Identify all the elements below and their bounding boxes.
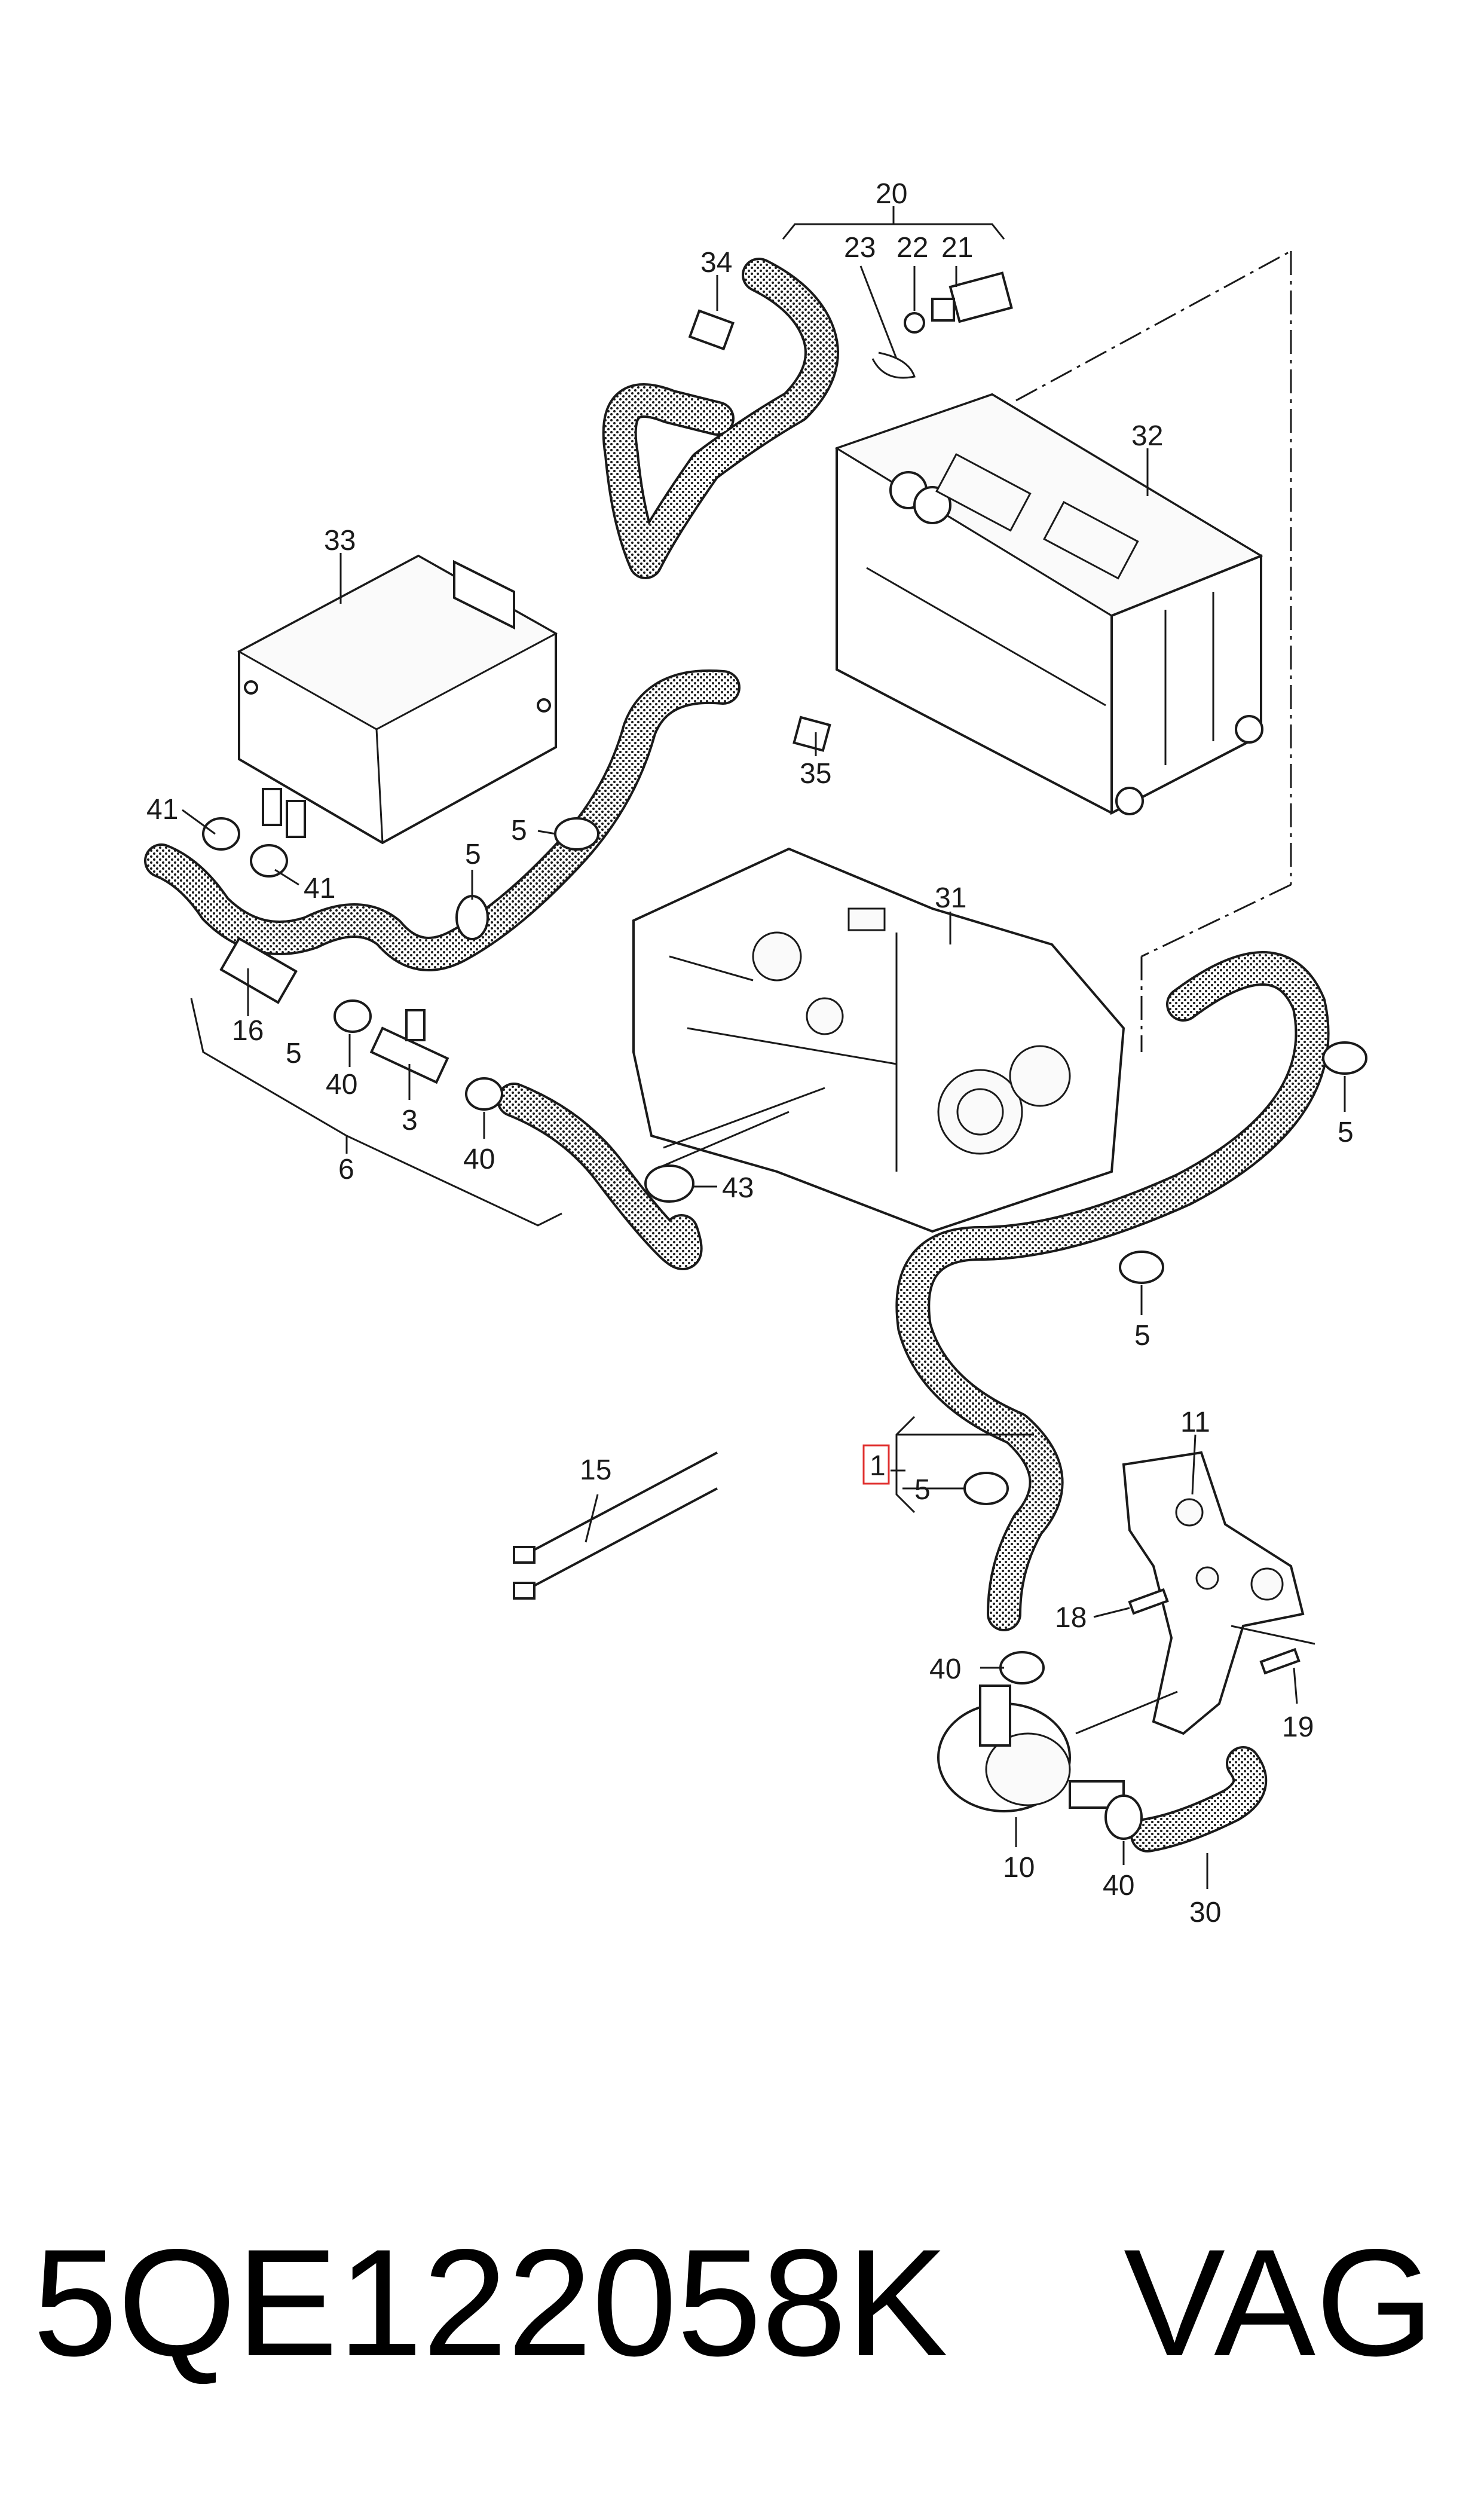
- coolant-hose-top: [602, 258, 839, 579]
- callout-15: 15: [580, 1454, 611, 1486]
- pipe-connector-34: [688, 309, 735, 351]
- coolant-hose-right-main: [895, 951, 1330, 1631]
- callout-1-highlight-box: [862, 1444, 890, 1485]
- control-unit-box: [237, 554, 558, 845]
- callout-43: 43: [722, 1172, 754, 1204]
- callout-30: 30: [1189, 1897, 1221, 1928]
- callout-34: 34: [700, 247, 732, 279]
- callout-23: 23: [844, 232, 876, 264]
- callout-41-a: 41: [146, 794, 178, 826]
- callout-22: 22: [896, 232, 928, 264]
- bolt-18: [1128, 1588, 1169, 1615]
- hose-clamp-5-e: [963, 1472, 1009, 1505]
- callout-21: 21: [941, 232, 973, 264]
- retaining-clip-23: [871, 351, 916, 379]
- callout-5-c: 5: [286, 1038, 302, 1069]
- hose-clamp-40-c: [999, 1651, 1045, 1685]
- o-ring-22: [904, 312, 925, 334]
- callout-33: 33: [324, 525, 356, 557]
- power-electronics-housing: [834, 393, 1263, 815]
- bracket-11: [1122, 1451, 1305, 1735]
- callout-5-e: 5: [1134, 1320, 1151, 1352]
- callout-31: 31: [935, 882, 966, 914]
- sensor-21: [931, 271, 1013, 323]
- connector-16: [219, 937, 298, 1004]
- bolt-19: [1259, 1647, 1301, 1675]
- dash-leader-32: [1015, 250, 1292, 402]
- callout-11: 11: [1180, 1407, 1210, 1438]
- t-piece-3: [369, 1009, 449, 1084]
- callout-41-b: 41: [304, 873, 335, 904]
- callout-19: 19: [1282, 1711, 1314, 1743]
- hose-clamp-40-d: [1104, 1794, 1143, 1840]
- hose-clamp-5-a: [554, 817, 599, 851]
- callout-6: 6: [338, 1154, 354, 1185]
- cable-ties-15: [513, 1451, 718, 1600]
- leader-lines: [182, 206, 1346, 1889]
- coolant-hose-left-lower: [497, 1083, 703, 1270]
- callout-32: 32: [1131, 420, 1163, 452]
- hose-clamp-5-c: [1322, 1041, 1367, 1075]
- brand-name: VAG: [1124, 2218, 1434, 2388]
- part-number: 5QE122058K: [33, 2218, 948, 2388]
- coolant-hose-30: [1130, 1746, 1268, 1852]
- callout-18: 18: [1055, 1602, 1087, 1634]
- callout-labels: 20 23 22 21 34 32 33 35 41 41 5 5 31 16 …: [146, 178, 1354, 1928]
- dash-leader-32c: [1141, 883, 1292, 958]
- coolant-pump-10: [937, 1685, 1125, 1812]
- hose-clamp-5-b: [455, 895, 489, 940]
- callout-40-d: 40: [1103, 1870, 1134, 1901]
- hose-clamp-5-d: [1119, 1251, 1164, 1284]
- callout-1: 1: [870, 1450, 886, 1482]
- callout-3: 3: [402, 1105, 418, 1136]
- callout-5-a: 5: [511, 815, 527, 846]
- hose-clamp-43: [644, 1164, 694, 1203]
- callout-5-b: 5: [465, 839, 481, 870]
- callout-5-f: 5: [914, 1474, 931, 1506]
- callout-20: 20: [876, 178, 907, 210]
- coupling-35: [793, 716, 831, 752]
- callout-10: 10: [1003, 1852, 1035, 1884]
- callout-40-b: 40: [463, 1144, 495, 1175]
- callout-40-c: 40: [929, 1653, 961, 1685]
- hose-clamp-41-b: [250, 844, 288, 878]
- callout-5-d: 5: [1338, 1117, 1354, 1148]
- hose-clamp-41-a: [202, 817, 240, 851]
- electric-drive-gearbox: [632, 847, 1125, 1233]
- callout-16: 16: [232, 1015, 264, 1047]
- coolant-hose-left-long: [144, 669, 741, 971]
- hose-clamp-40-a: [333, 999, 372, 1033]
- hose-clamp-40-b: [465, 1077, 503, 1111]
- callout-40-a: 40: [326, 1069, 357, 1100]
- callout-35: 35: [800, 758, 831, 790]
